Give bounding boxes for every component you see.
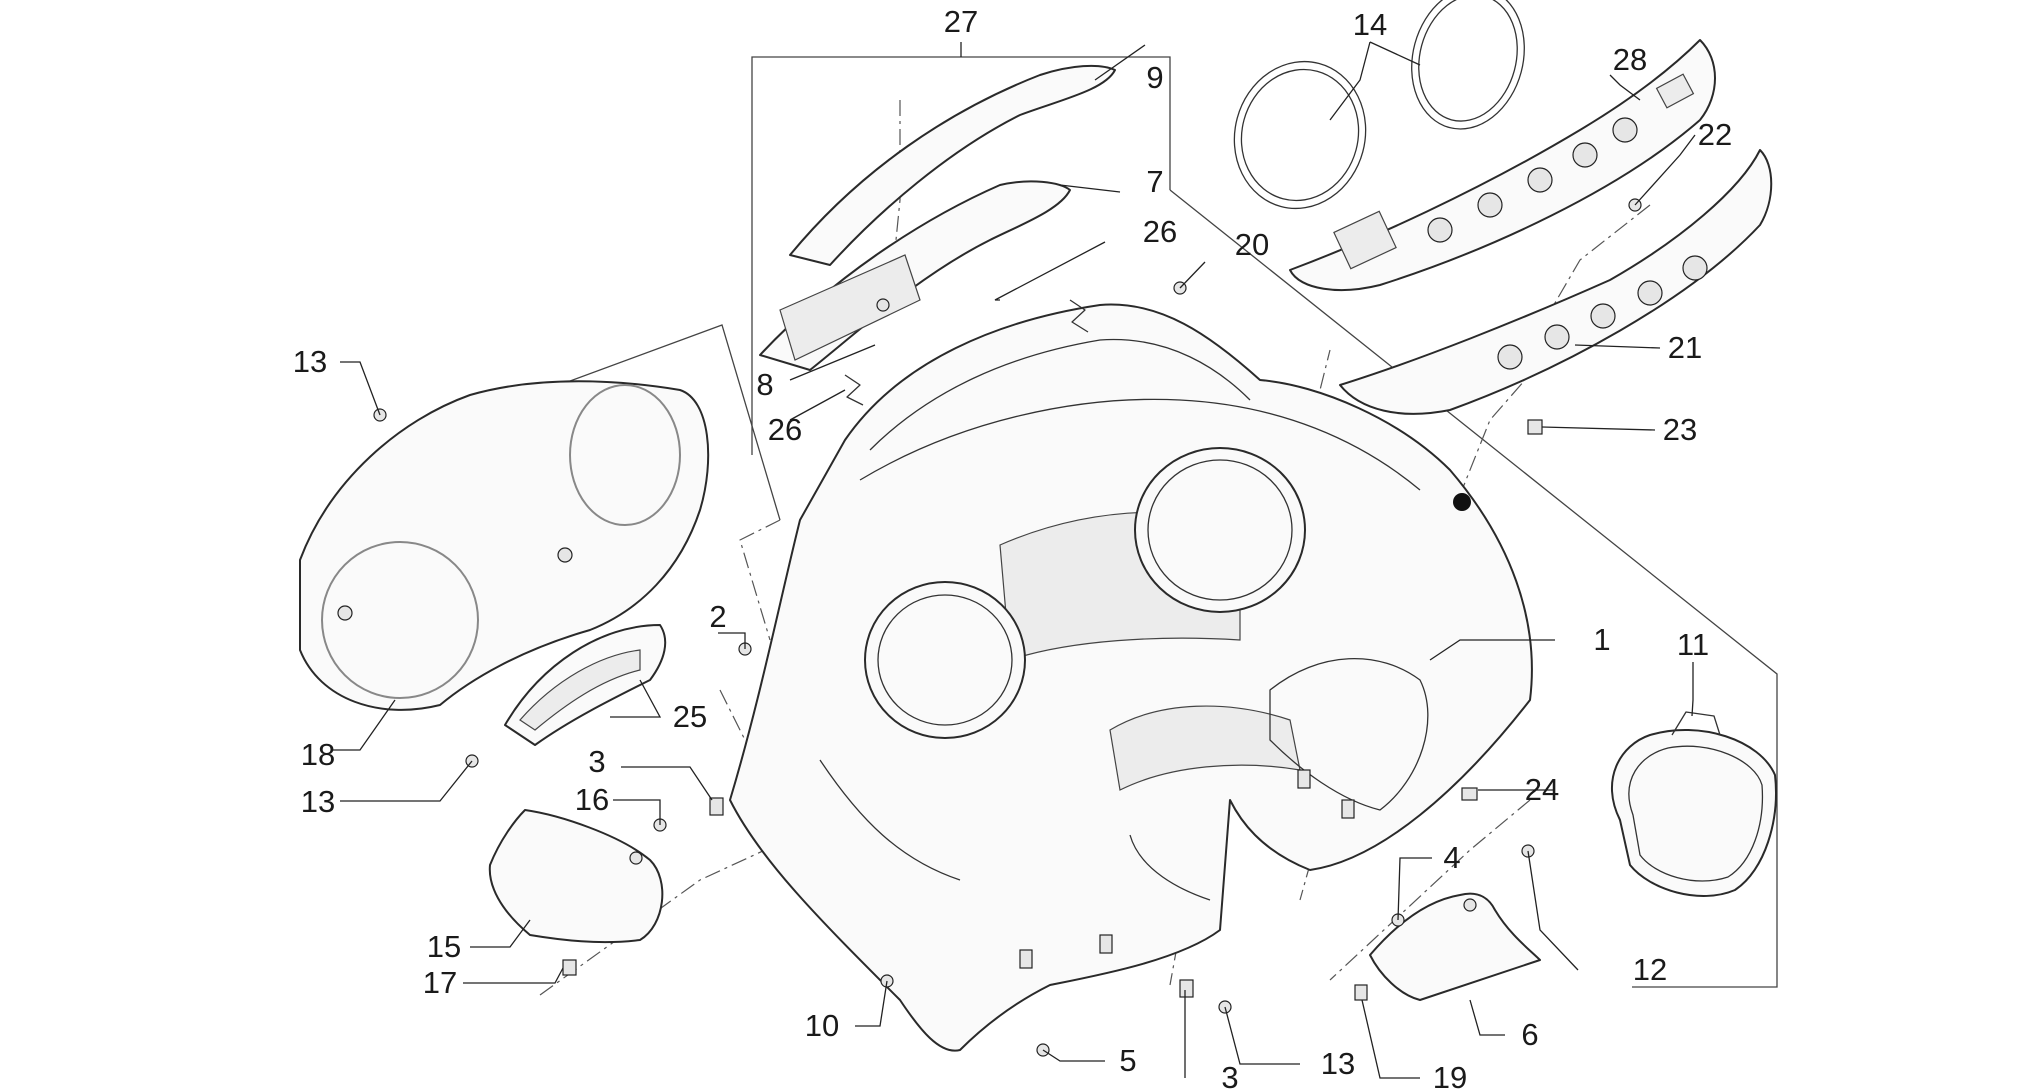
callout-16: 16 xyxy=(575,782,609,817)
part-18-instrument-housing xyxy=(299,380,710,711)
callout-7: 7 xyxy=(1146,164,1163,199)
part-28-switch-panel xyxy=(1289,39,1716,291)
part-11-instrument xyxy=(1610,711,1777,897)
callout-26-bottom: 26 xyxy=(768,412,802,447)
callout-20: 20 xyxy=(1235,227,1269,262)
callout-18: 18 xyxy=(301,737,335,772)
group-bracket-11 xyxy=(1169,189,1778,988)
part-1-dashboard-cover xyxy=(729,303,1533,1052)
callout-25: 25 xyxy=(673,699,707,734)
part-25-display xyxy=(504,624,667,746)
callout-4: 4 xyxy=(1443,840,1460,875)
callout-3-left: 3 xyxy=(588,744,605,779)
part-15-lower-cover xyxy=(488,809,664,944)
callout-22: 22 xyxy=(1698,117,1732,152)
callout-8: 8 xyxy=(756,367,773,402)
callout-21: 21 xyxy=(1668,330,1702,365)
callout-6: 6 xyxy=(1521,1017,1538,1052)
part-6-bottom-plate xyxy=(1369,892,1541,1001)
group-bracket-27 xyxy=(751,42,1171,455)
part-9-top-trim xyxy=(789,64,1116,266)
callout-2: 2 xyxy=(709,599,726,634)
callout-9: 9 xyxy=(1146,60,1163,95)
callout-13-bottom: 13 xyxy=(1321,1046,1355,1081)
part-7-trim-bracket xyxy=(759,180,1071,371)
callout-labels: 27 9 7 26 20 8 26 13 18 13 25 2 3 16 15 … xyxy=(293,4,1732,1092)
part-21-switch-panel xyxy=(1339,149,1773,415)
callout-13-mid: 13 xyxy=(301,784,335,819)
callout-23: 23 xyxy=(1663,412,1697,447)
callout-27: 27 xyxy=(944,4,978,39)
callout-24: 24 xyxy=(1525,772,1559,807)
reference-dot xyxy=(1453,493,1471,511)
leader-lines xyxy=(333,41,1696,1079)
part-14-gauge-rings xyxy=(1233,0,1525,210)
callout-17: 17 xyxy=(423,965,457,1000)
callout-11: 11 xyxy=(1677,627,1709,662)
callout-14: 14 xyxy=(1353,7,1387,42)
callout-26-top: 26 xyxy=(1143,214,1177,249)
callout-12: 12 xyxy=(1633,952,1667,987)
callout-1: 1 xyxy=(1593,622,1610,657)
callout-13-top: 13 xyxy=(293,344,327,379)
callout-15: 15 xyxy=(427,929,461,964)
callout-19: 19 xyxy=(1433,1060,1467,1092)
callout-5: 5 xyxy=(1119,1043,1136,1078)
callout-3-bottom: 3 xyxy=(1221,1060,1238,1092)
callout-10: 10 xyxy=(805,1008,839,1043)
callout-28: 28 xyxy=(1613,42,1647,77)
